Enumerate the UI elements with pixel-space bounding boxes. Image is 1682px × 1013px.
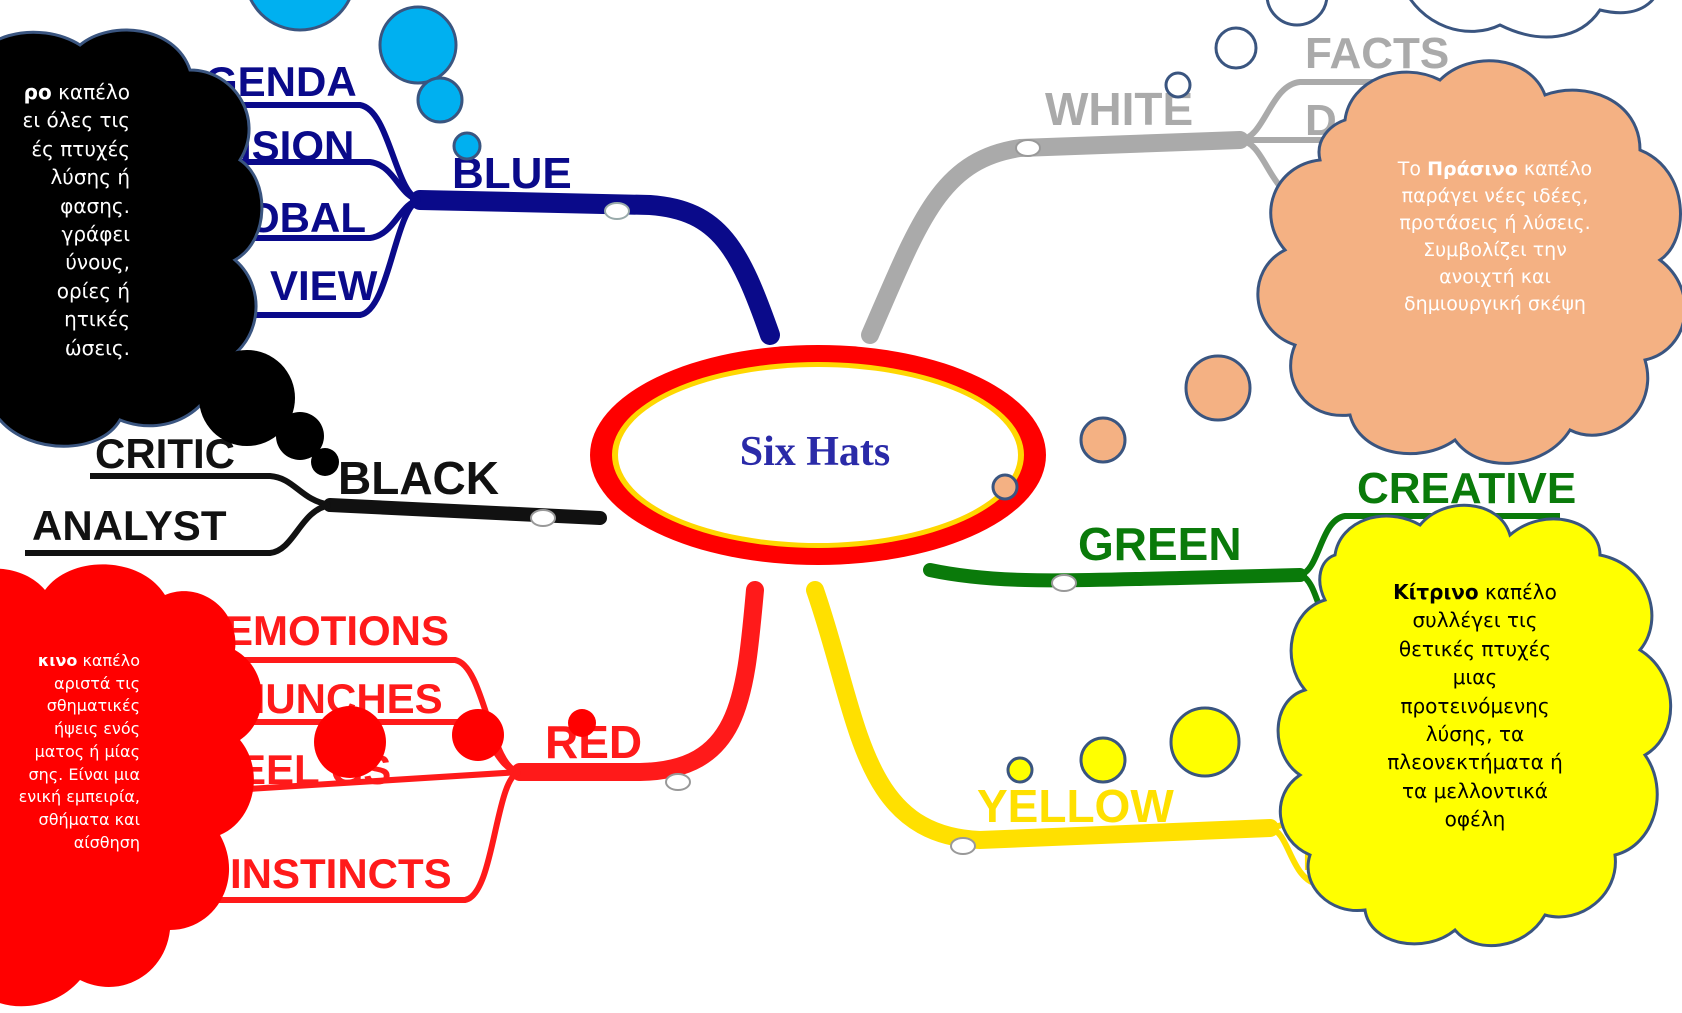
red-node xyxy=(665,773,691,791)
green-bubble-rest: καπέλο xyxy=(1517,158,1593,180)
white-sub-facts: FACTS xyxy=(1305,29,1449,78)
green-bubble-line: Συμβολίζει την xyxy=(1423,238,1567,261)
black-bubble-line: ύνους, xyxy=(65,250,130,275)
yellow-bubble-line: μιας xyxy=(1452,665,1498,690)
red-sub-instincts: INSTINCTS xyxy=(230,850,452,897)
blue-node xyxy=(604,202,630,220)
white-node xyxy=(1015,139,1041,157)
green-branch: GREEN CREATIVE xyxy=(923,464,1576,648)
green-node xyxy=(1051,574,1077,592)
red-branch: RED EMOTIONS HUNCHES EEL GS INSTINCTS xyxy=(199,581,764,903)
center-node: Six Hats xyxy=(590,345,1046,565)
black-cloud-bubble xyxy=(0,28,339,476)
black-bubble-rest: καπέλο xyxy=(51,80,130,104)
green-label: GREEN xyxy=(1078,518,1242,570)
green-bubble-pre: Το xyxy=(1397,158,1428,180)
red-bubble-line: ήψεις ενός xyxy=(54,719,140,739)
red-bubble-rest: καπέλο xyxy=(77,651,140,670)
blue-sub-overview: VIEW xyxy=(270,262,378,309)
yellow-bubble-text: Κίτρινο καπέλο συλλέγει τις θετικές πτυχ… xyxy=(1365,578,1585,834)
green-bubble-line: παράγει νέες ιδέες, xyxy=(1401,184,1589,207)
black-branch: BLACK CRITIC ANALYST xyxy=(25,430,607,556)
blue-thought-bubbles xyxy=(249,0,482,161)
green-cloud-bubble xyxy=(991,0,1682,501)
red-bubble-text: κινο καπέλο αριστά τις σθηματικές ήψεις … xyxy=(0,650,140,854)
red-bubble-line: σης. Είναι μια xyxy=(28,764,141,784)
yellow-bubble-bold: Κίτρινο xyxy=(1393,580,1479,604)
black-sub-critic: CRITIC xyxy=(95,430,235,477)
black-bubble-line: φασης. xyxy=(60,193,130,218)
red-bubble-line: αίσθηση xyxy=(73,832,140,852)
black-bubble-text: ρο καπέλο ει όλες τις ές πτυχές λύσης ή … xyxy=(0,78,130,362)
black-bubble-line: γράφει xyxy=(61,221,131,246)
red-bubble-line: ενική εμπειρία, xyxy=(18,787,140,807)
yellow-label: YELLOW xyxy=(977,780,1174,832)
green-bubble-line: δημιουργική σκέψη xyxy=(1404,292,1586,315)
yellow-node xyxy=(950,837,976,855)
yellow-bubble-line: πλεονεκτήματα ή xyxy=(1387,750,1563,775)
blue-sub-decision: ISION xyxy=(240,122,354,169)
black-bubble-line: ητικές xyxy=(64,307,130,332)
red-bubble-bold: κινο xyxy=(37,651,78,670)
black-bubble-bold: ρο xyxy=(23,80,52,104)
black-label: BLACK xyxy=(338,452,499,504)
black-sub-analyst: ANALYST xyxy=(32,502,227,549)
green-bubble-text: Το Πράσινο καπέλο παράγει νέες ιδέες, πρ… xyxy=(1370,156,1620,318)
blue-branch: BLUE GENDA ISION OBAL VIEW xyxy=(150,58,780,345)
black-bubble-line: ει όλες τις xyxy=(22,108,130,133)
green-bubble-bold: Πράσινο xyxy=(1427,158,1518,180)
blue-sub-global: OBAL xyxy=(247,194,366,241)
black-bubble-line: ορίες ή xyxy=(56,278,130,303)
yellow-bubble-line: λύσης, τα xyxy=(1425,721,1525,746)
black-bubble-line: λύσης ή xyxy=(50,165,130,190)
black-node xyxy=(530,509,556,527)
center-title: Six Hats xyxy=(740,429,891,475)
yellow-bubble-line: οφέλη xyxy=(1444,807,1506,832)
black-bubble-line: ές πτυχές xyxy=(31,136,130,161)
green-bubble-line: ανοιχτή και xyxy=(1439,265,1551,288)
yellow-bubble-line: προτεινόμενης xyxy=(1400,693,1550,718)
yellow-bubble-line: τα μελλοντικά xyxy=(1402,778,1548,803)
yellow-bubble-line: συλλέγει τις xyxy=(1412,608,1538,633)
yellow-cloud-bubble xyxy=(1006,503,1673,948)
green-bubble-line: προτάσεις ή λύσεις. xyxy=(1399,211,1591,234)
red-sub-emotions: EMOTIONS xyxy=(225,607,449,654)
black-bubble-line: ώσεις. xyxy=(64,335,130,360)
red-bubble-line: αριστά τις xyxy=(54,673,140,693)
yellow-bubble-rest: καπέλο xyxy=(1478,580,1557,604)
yellow-bubble-line: θετικές πτυχές xyxy=(1398,636,1552,661)
red-cloud-bubble xyxy=(0,564,596,1007)
red-bubble-line: σθηματικές xyxy=(46,696,140,716)
red-bubble-line: σθήματα και xyxy=(38,810,140,830)
red-bubble-line: ματος ή μίας xyxy=(34,741,140,761)
yellow-branch: YELLOW F xyxy=(806,581,1340,888)
